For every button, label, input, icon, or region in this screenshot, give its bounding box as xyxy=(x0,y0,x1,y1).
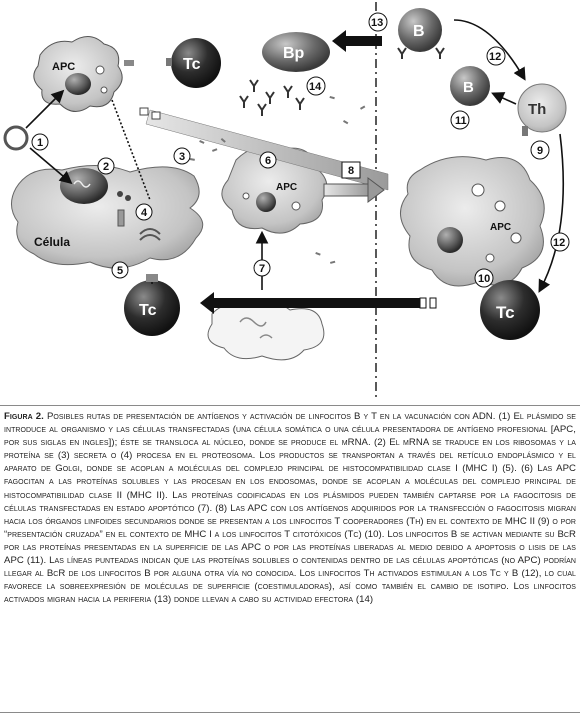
badge-3: 3 xyxy=(173,147,191,165)
apc-center: APC xyxy=(221,146,328,234)
b-cell-top: B xyxy=(397,8,445,59)
badge-6: 6 xyxy=(259,151,277,169)
svg-text:2: 2 xyxy=(103,161,109,173)
tc-cell-bottom: Tc xyxy=(124,274,180,336)
svg-text:12: 12 xyxy=(489,51,501,63)
caption-text: Posibles rutas de presentación de antíge… xyxy=(4,411,576,606)
tc-cell-top: Tc xyxy=(124,38,221,88)
svg-text:1: 1 xyxy=(37,137,43,149)
svg-text:10: 10 xyxy=(478,273,490,285)
plasma-cell-bp: Bp xyxy=(262,32,330,72)
migration-band xyxy=(139,107,389,191)
label-tc-top: Tc xyxy=(183,56,201,73)
badge-9: 9 xyxy=(530,140,550,160)
svg-text:11: 11 xyxy=(455,115,467,127)
b-cell-middle: B xyxy=(450,66,490,106)
badge-13: 13 xyxy=(368,12,388,32)
svg-text:6: 6 xyxy=(265,155,271,167)
arrow-13-to-periphery xyxy=(332,30,382,52)
arrow-to-tc-left xyxy=(200,292,437,314)
badge-2: 2 xyxy=(97,157,115,175)
apc-right: APC xyxy=(400,156,545,287)
svg-text:4: 4 xyxy=(141,207,148,219)
apoptotic-cell xyxy=(207,301,325,361)
label-tc-bottom: Tc xyxy=(139,302,157,319)
label-apc-right: APC xyxy=(490,222,511,233)
label-celula: Célula xyxy=(34,235,70,249)
antibodies-14 xyxy=(239,79,305,116)
svg-text:5: 5 xyxy=(117,265,123,277)
badge-7: 7 xyxy=(253,259,271,277)
apc-top-left: APC xyxy=(33,36,123,112)
svg-text:14: 14 xyxy=(309,81,322,93)
tc-cell-right: Tc xyxy=(480,280,540,340)
immune-pathway-diagram: APC Tc Bp B B Th xyxy=(3,2,570,398)
figure-label: Figura 2. xyxy=(4,411,44,422)
step-number-badges: 1 2 3 4 5 6 7 8 9 10 11 12 12 13 14 xyxy=(31,12,570,288)
plasmid xyxy=(3,125,29,151)
badge-12-bottom: 12 xyxy=(550,232,570,252)
label-bp: Bp xyxy=(283,45,305,62)
badge-8: 8 xyxy=(341,161,361,179)
arrow-8-migration xyxy=(323,177,385,203)
badge-14: 14 xyxy=(306,76,326,96)
badge-5: 5 xyxy=(111,261,129,279)
label-tc-right: Tc xyxy=(496,303,515,322)
label-b-top: B xyxy=(413,23,425,40)
caption-bottom-rule xyxy=(0,712,580,713)
figure-caption: Figura 2. Posibles rutas de presentación… xyxy=(4,410,576,710)
badge-11: 11 xyxy=(450,110,470,130)
badge-4: 4 xyxy=(135,203,153,221)
svg-text:12: 12 xyxy=(553,237,565,249)
svg-text:13: 13 xyxy=(371,17,383,29)
svg-text:9: 9 xyxy=(537,145,543,157)
protein-fragments xyxy=(189,95,366,264)
label-apc-top: APC xyxy=(52,61,75,73)
svg-text:3: 3 xyxy=(179,151,185,163)
label-th: Th xyxy=(528,101,546,118)
caption-top-rule xyxy=(0,405,580,406)
badge-12-top: 12 xyxy=(486,46,506,66)
somatic-cell: Célula xyxy=(11,164,204,269)
svg-text:8: 8 xyxy=(348,165,354,177)
badge-1: 1 xyxy=(31,133,49,151)
badge-10: 10 xyxy=(474,268,494,288)
th-cell: Th xyxy=(517,83,567,136)
svg-text:7: 7 xyxy=(259,263,265,275)
label-apc-center: APC xyxy=(276,182,297,193)
label-b-mid: B xyxy=(463,79,474,96)
